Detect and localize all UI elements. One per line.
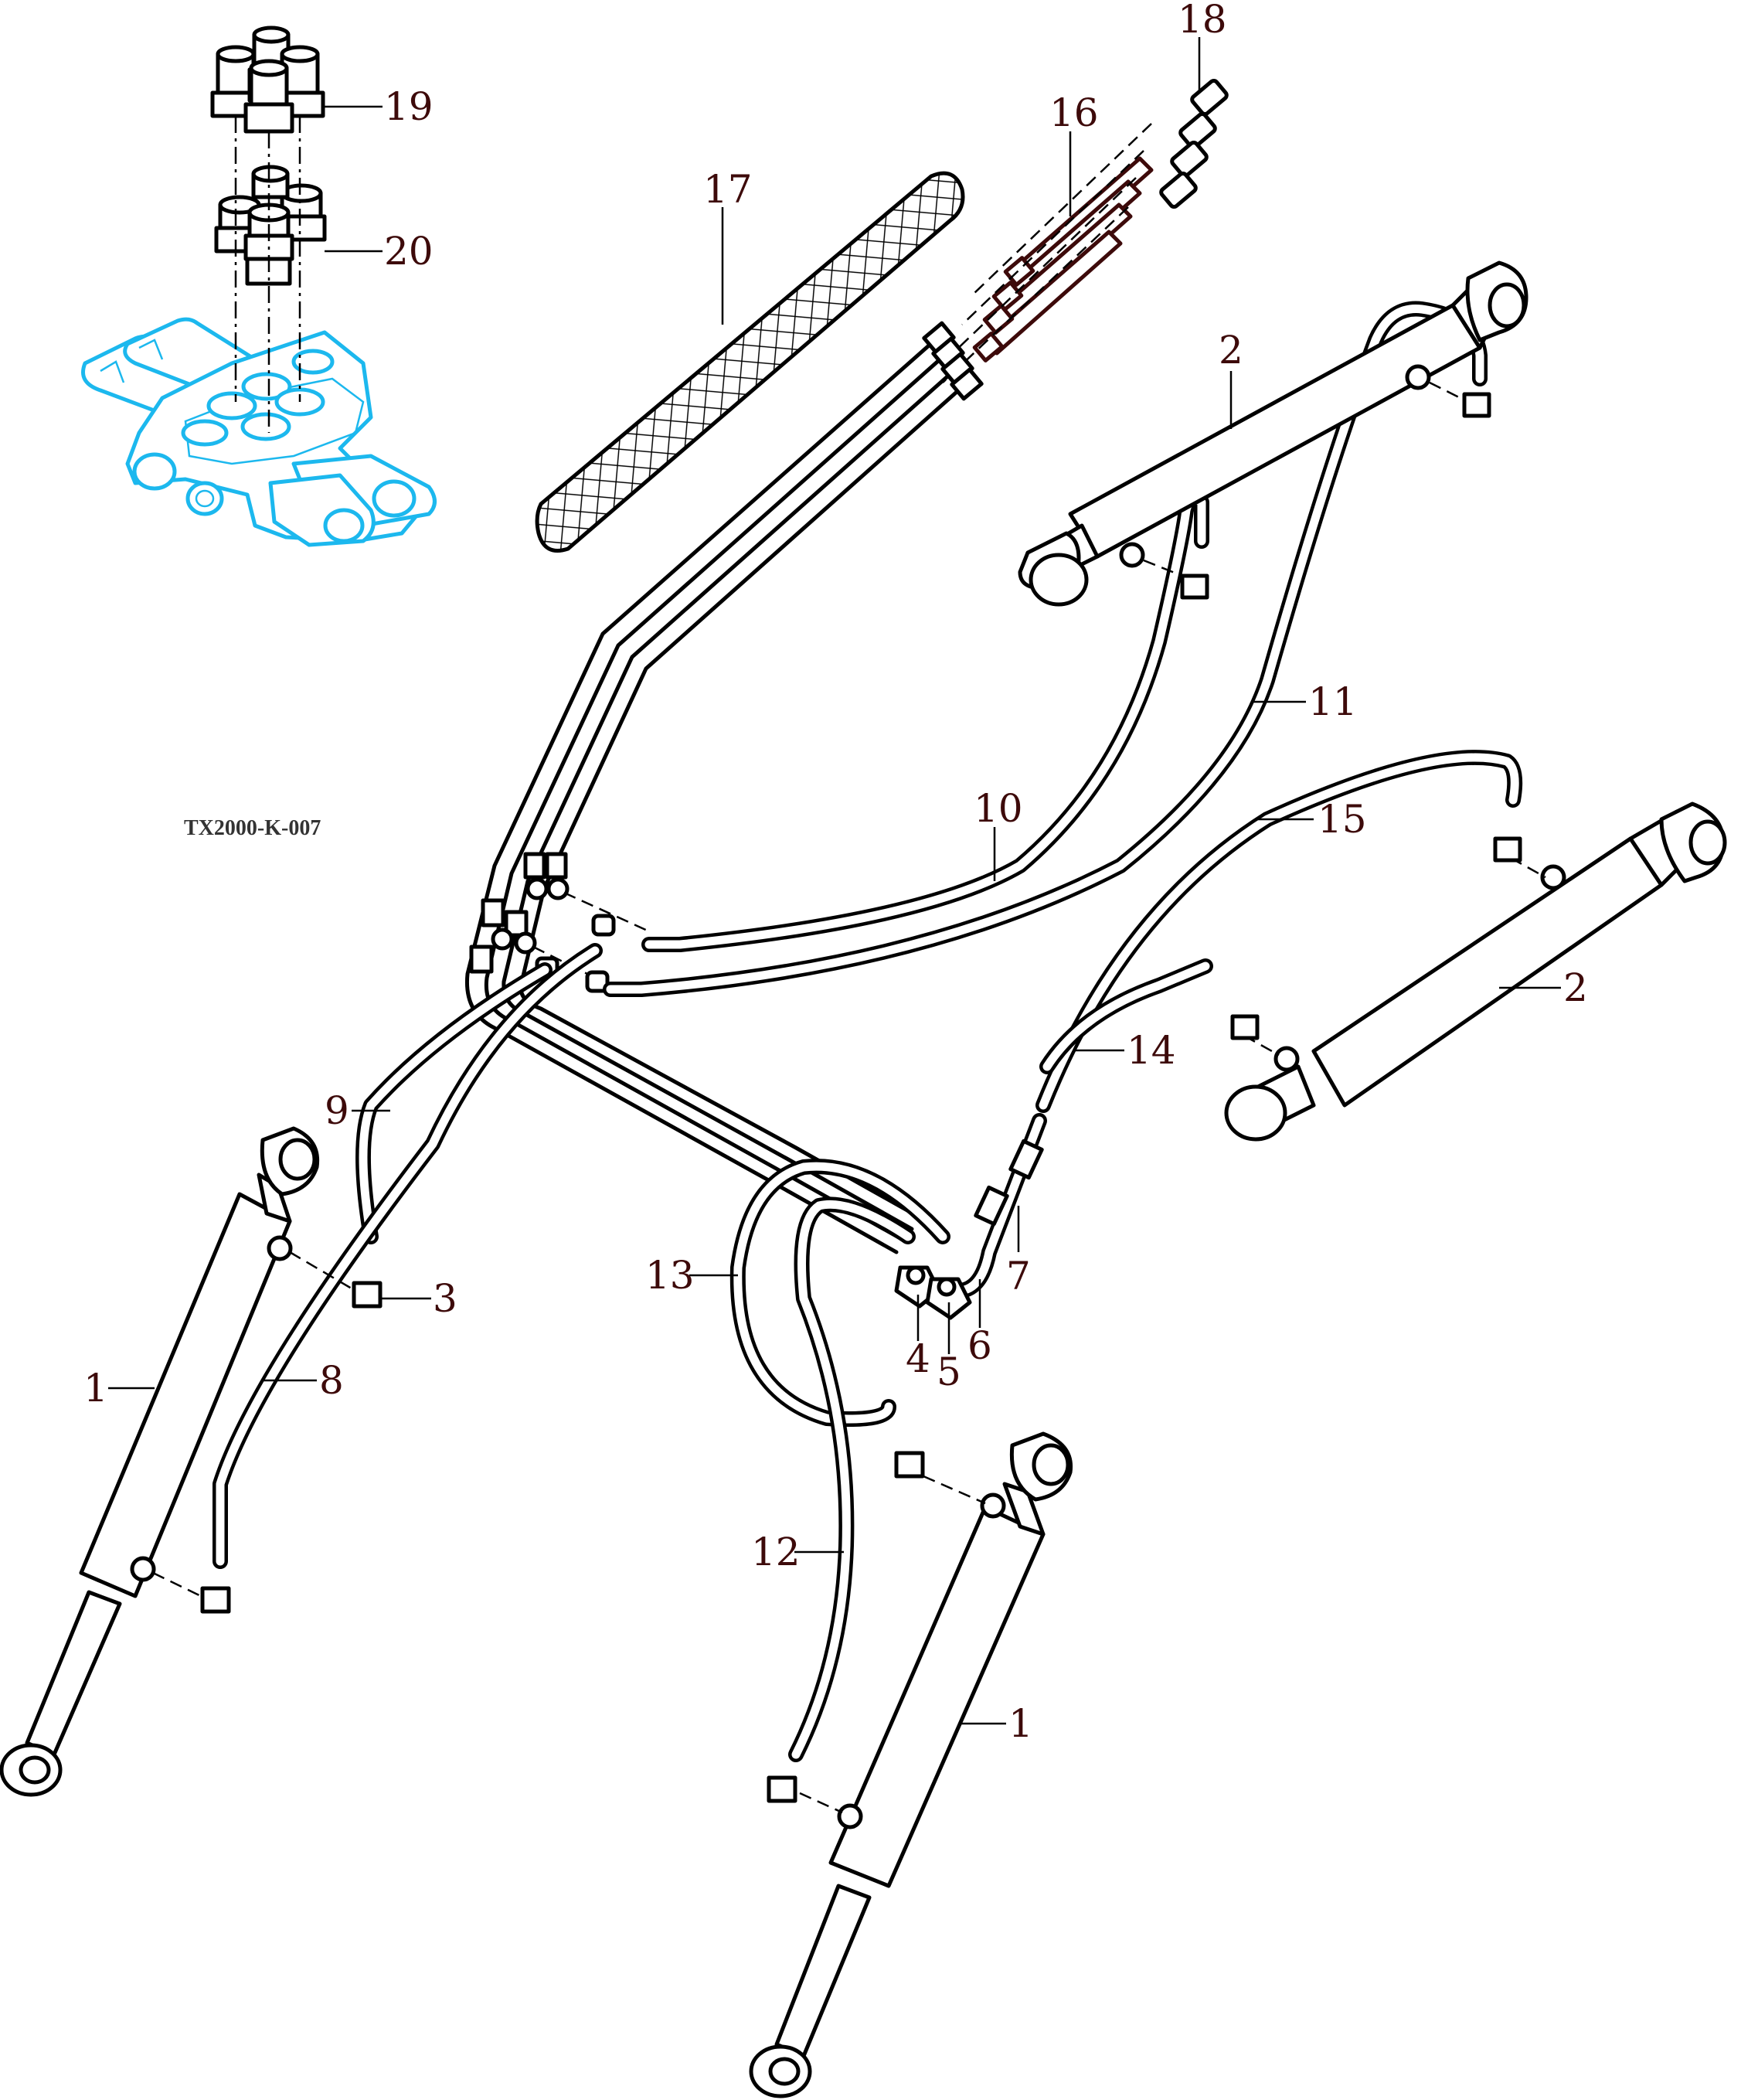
quick-couplers-19 [210,26,325,134]
hose-14 [1039,958,1213,1074]
braided-sleeve-17 [535,171,965,553]
assembly-centerlines [234,116,301,433]
callout-label: 2 [1563,965,1588,1010]
callout-label: 1 [83,1366,108,1411]
callout-9: 9 [325,1088,390,1133]
callout-19: 19 [323,84,434,129]
callout-5: 5 [937,1302,961,1394]
callout-label: 20 [384,229,434,274]
callout-label: 2 [1219,328,1243,373]
hose-8 [213,943,603,1569]
callout-label: 19 [384,84,434,129]
adapters-20 [214,165,327,286]
hose-11 [603,301,1488,997]
callout-label: 18 [1178,0,1227,42]
callout-3: 3 [380,1276,457,1321]
coupler-fittings-18 [942,78,1229,383]
callout-label: 10 [974,786,1023,831]
callout-label: 4 [906,1336,930,1381]
callout-8: 8 [263,1358,344,1403]
control-valve [81,317,437,547]
callout-4: 4 [906,1295,930,1381]
callout-label: 5 [937,1350,961,1394]
callout-label: 14 [1127,1028,1176,1073]
hose-15 [1035,750,1523,1113]
callout-label: 16 [1049,90,1099,135]
callout-label: 8 [319,1358,344,1403]
bucket-cylinder-upper [1018,260,1528,607]
callout-label: 7 [1006,1254,1031,1298]
hose-12 [788,1196,916,1762]
callout-11: 11 [1252,679,1358,724]
callout-15: 15 [1256,797,1367,842]
callout-label: 15 [1318,797,1367,842]
callout-7: 7 [1006,1206,1031,1298]
callout-2-upper: 2 [1219,328,1243,429]
callout-label: 6 [967,1323,992,1368]
hose-9 [355,962,553,1244]
callout-6: 6 [967,1279,992,1368]
callout-label: 9 [325,1088,349,1133]
hose-bundle [464,321,984,1254]
callout-17: 17 [703,167,753,325]
bucket-cylinder-right [1224,802,1727,1142]
callout-label: 11 [1308,679,1358,724]
hose-10 [641,492,1209,952]
callout-18: 18 [1178,0,1227,93]
callout-16: 16 [1049,90,1099,216]
drawing-code: TX2000-K-007 [184,816,321,840]
callout-2-right: 2 [1499,965,1588,1010]
callout-label: 1 [1008,1701,1033,1746]
callout-10: 10 [974,786,1023,881]
callout-20: 20 [325,229,434,274]
hose-set-16 [972,156,1154,362]
callout-1-left: 1 [83,1366,155,1411]
tee-fittings-4-5 [894,1265,972,1320]
callout-12: 12 [751,1530,844,1574]
callout-1-right: 1 [958,1701,1033,1746]
callout-label: 13 [645,1253,695,1298]
callout-label: 12 [751,1530,801,1574]
bundle-end-fittings [922,321,984,401]
lift-cylinder-right [749,1431,1073,2098]
callout-label: 3 [433,1276,457,1321]
lift-cylinder-left [0,1126,383,1797]
callout-14: 14 [1074,1028,1176,1073]
callout-label: 17 [703,167,753,212]
callout-13: 13 [645,1253,738,1298]
